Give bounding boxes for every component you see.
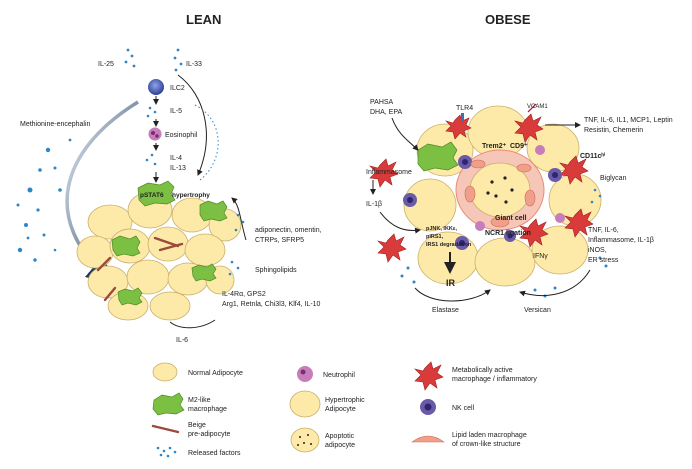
legend-beige-line1: Beige — [188, 422, 206, 429]
right-line2: Inflammasome, IL-1β — [588, 237, 654, 244]
adipo-line1: adiponectin, omentin, — [255, 227, 322, 234]
legend-m2-swatch — [152, 392, 185, 416]
released-factors-right-lean — [228, 213, 245, 276]
biglycan-label: Biglycan — [600, 175, 627, 182]
legend-apoptotic-swatch — [290, 427, 320, 453]
legend-normal-adipocyte-swatch — [152, 362, 178, 382]
legend-neutrophil: Neutrophil — [323, 372, 355, 379]
il4-label: IL-4 — [170, 155, 182, 162]
legend-meta-line2: macrophage / inflammatory — [452, 376, 537, 383]
inflammasome-label: Inflammasome — [366, 169, 412, 176]
il5-label: IL-5 — [170, 108, 182, 115]
cd11c-label: CD11cʰⁱ — [580, 151, 605, 160]
legend-lipid-line2: of crown-like structure — [452, 441, 521, 448]
pstat6-label: pSTAT6 — [140, 192, 164, 199]
eosinophil-label: Eosinophil — [165, 132, 198, 139]
versican-label: Versican — [524, 307, 551, 314]
legend-apop-line2: adipocyte — [325, 442, 355, 449]
legend-hyper-line2: Adipocyte — [325, 406, 356, 413]
vcam1-label: VCAM1 — [527, 104, 548, 110]
adipo-line2: CTRPs, SFRP5 — [255, 237, 304, 244]
legend: Normal Adipocyte M2-like macrophage Beig… — [151, 361, 537, 458]
eosinophil-cell — [148, 127, 162, 141]
il13-label: IL-13 — [170, 165, 186, 172]
legend-inflammatory-swatch — [414, 361, 444, 391]
signal-line2: pIRS1, — [426, 234, 444, 240]
legend-released: Released factors — [188, 450, 241, 457]
legend-apop-line1: Apoptotic — [325, 433, 355, 440]
right-line1: TNF, IL-6, — [588, 227, 619, 234]
genes-line2: Arg1, Retnla, Chi3l3, Klf4, IL-10 — [222, 301, 321, 308]
legend-lipid-line1: Lipid laden macrophage — [452, 432, 527, 439]
lipid-laden-macrophages — [464, 159, 536, 228]
lean-title: LEAN — [186, 12, 221, 27]
right-line4: ER stress — [588, 257, 619, 264]
legend-beige-swatch — [151, 424, 180, 434]
ilc2-label: ILC2 — [170, 85, 185, 92]
obese-neutrophils — [475, 145, 565, 231]
hypertrophy-label: hypertrophy — [172, 192, 210, 199]
signal-line3: IRS1 degradation — [426, 242, 472, 248]
released-factors-obese — [400, 188, 608, 298]
ncr1-label: NCR1 ligation — [485, 230, 531, 237]
ir-label: IR — [446, 278, 456, 288]
il1b-label: IL-1β — [366, 201, 382, 208]
obese-m2-macrophage — [417, 141, 459, 172]
lean-beige-preadipocytes — [96, 236, 184, 302]
sphingolipids-label: Sphingolipids — [255, 267, 297, 274]
cd9-label: CD9⁺ — [510, 143, 528, 150]
legend-hypertrophic-swatch — [289, 390, 321, 418]
ilc2-cell — [148, 79, 164, 95]
cytokines-line1: TNF, IL-6, IL1, MCP1, Leptin — [584, 117, 673, 124]
legend-m2-line1: M2-like — [188, 397, 211, 404]
signal-line1: pJNK, IKKε, — [426, 226, 458, 232]
legend-normal-adipocyte: Normal Adipocyte — [188, 370, 243, 377]
legend-m2-line2: macrophage — [188, 406, 227, 413]
obese-panel: Giant cell PAHSA DHA, EPA TLR4 VCAM1 Tre… — [366, 99, 673, 314]
il33-label: IL-33 — [186, 61, 202, 68]
genes-line1: IL-4Rα, GPS2 — [222, 291, 266, 298]
tlr4-label: TLR4 — [456, 105, 473, 112]
ifng-label: IFNγ — [533, 253, 548, 260]
il6-label: IL-6 — [176, 337, 188, 344]
legend-neutrophil-swatch — [297, 366, 313, 382]
obese-title: OBESE — [485, 12, 531, 27]
right-line3: iNOS, — [588, 247, 607, 254]
pahsa-line1: PAHSA — [370, 99, 394, 106]
legend-hyper-line1: Hypertrophic — [325, 397, 365, 404]
released-factors-left — [16, 138, 72, 262]
lean-m2-macrophages — [111, 180, 228, 306]
lean-panel: IL-25 IL-33 ILC2 IL-5 Eosinophil IL-4 IL… — [16, 48, 322, 344]
legend-nk: NK cell — [452, 405, 475, 412]
released-factors-top — [124, 48, 183, 166]
obese-inflammatory-macrophages — [369, 113, 594, 263]
cytokines-line2: Resistin, Chemerin — [584, 127, 643, 134]
pahsa-line2: DHA, EPA — [370, 109, 402, 116]
elastase-label: Elastase — [432, 307, 459, 314]
legend-lipid-swatch — [411, 435, 445, 443]
legend-meta-line1: Metabolically active — [452, 367, 513, 374]
obese-nk-cells — [403, 155, 562, 250]
legend-beige-line2: pre-adipocyte — [188, 431, 231, 438]
trem2-label: Trem2⁺ — [482, 143, 507, 150]
methionine-label: Methionine-encephalin — [20, 121, 91, 128]
giant-cell-label: Giant cell — [495, 215, 527, 222]
legend-released-swatch — [156, 446, 177, 458]
il25-label: IL-25 — [98, 61, 114, 68]
